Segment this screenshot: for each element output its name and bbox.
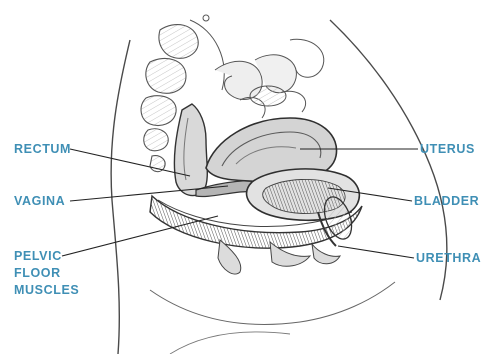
sacrum-edge <box>190 20 224 90</box>
leader-rectum <box>70 149 190 176</box>
thigh-lower <box>170 332 290 354</box>
label-bladder: BLADDER <box>414 193 479 210</box>
label-uterus: UTERUS <box>420 141 475 158</box>
rectum <box>174 104 207 196</box>
label-vagina: VAGINA <box>14 193 65 210</box>
label-pelvic-line-3: MUSCLES <box>14 282 79 299</box>
label-pelvic-line-2: FLOOR <box>14 265 79 282</box>
ovary <box>250 86 286 106</box>
leader-urethra <box>338 246 414 258</box>
thigh-outline <box>150 282 395 324</box>
label-pelvic-line-1: PELVIC <box>14 248 79 265</box>
label-rectum: RECTUM <box>14 141 71 158</box>
label-urethra: URETHRA <box>416 250 481 267</box>
label-pelvic-floor-muscles: PELVIC FLOOR MUSCLES <box>14 248 79 299</box>
